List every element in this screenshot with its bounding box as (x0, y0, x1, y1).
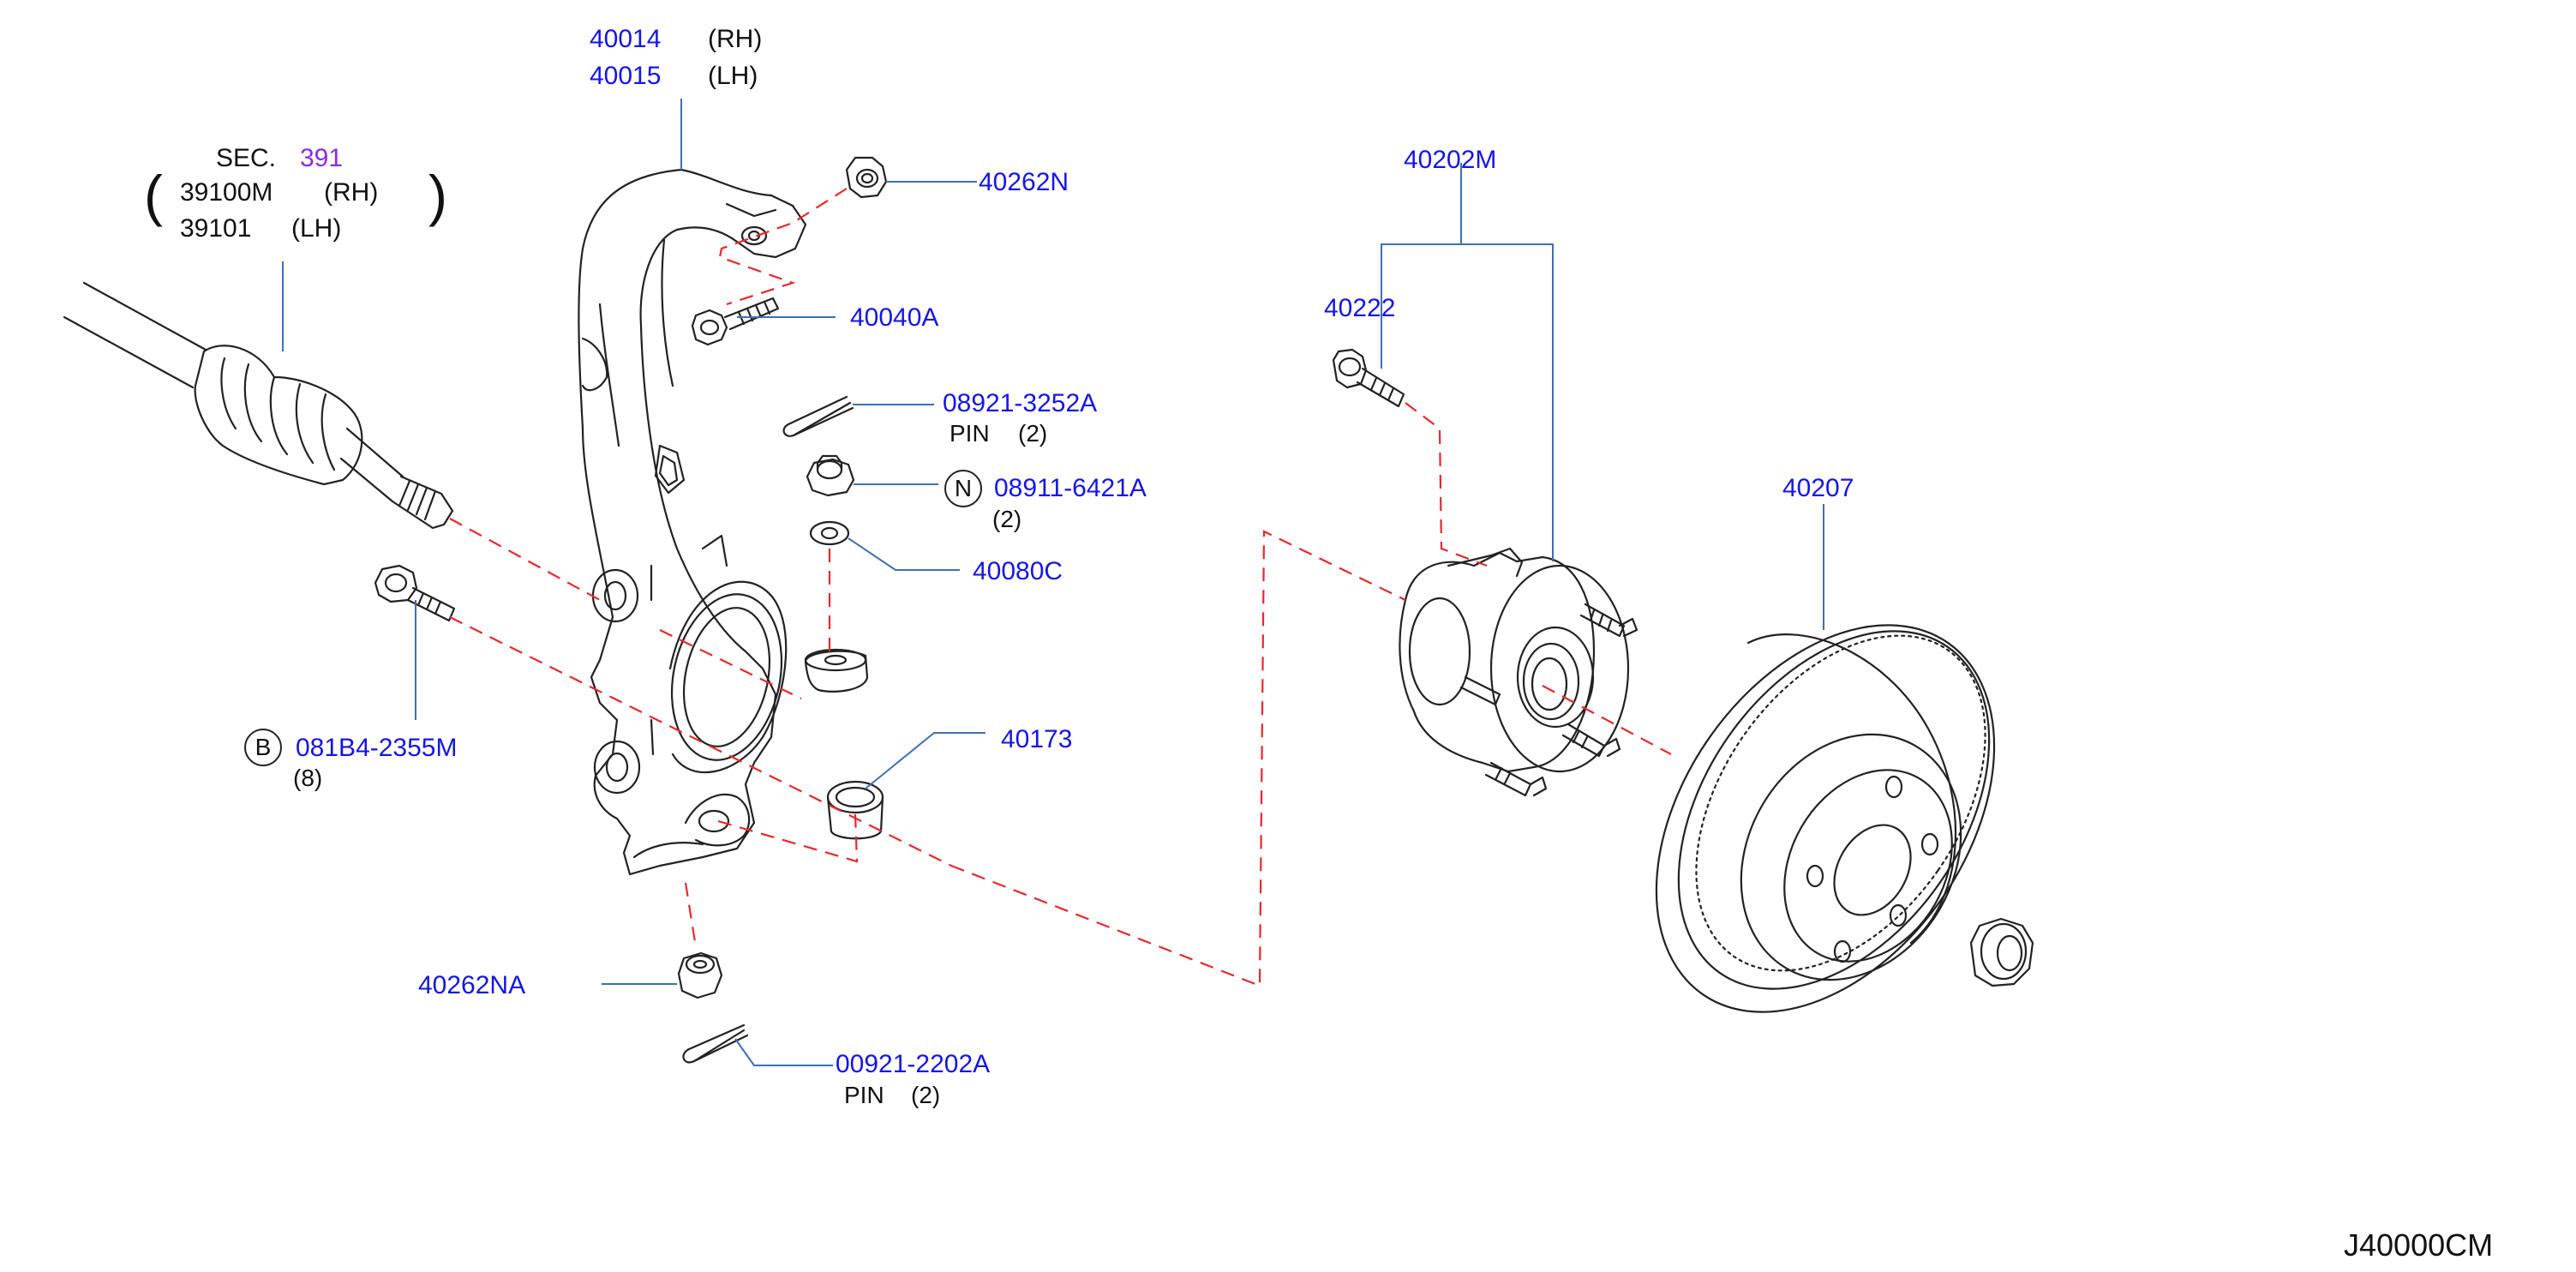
hub-assembly-shape (1399, 547, 1638, 797)
bushing-upper-shape (804, 648, 869, 693)
nut-n-shape (806, 454, 855, 497)
section-reference[interactable]: 391 (300, 144, 344, 172)
shaft-rh-part-number: 39100M (180, 178, 273, 207)
knuckle-rh-part-number[interactable]: 40014 (590, 25, 662, 53)
nut-top-shape (845, 156, 888, 199)
nut-bottom-shape (677, 951, 723, 999)
nut-n-qty: (2) (992, 506, 1022, 532)
steering-knuckle (578, 168, 807, 876)
cotter-pin-bottom-word: PIN (844, 1082, 884, 1108)
bracket-left: ( (144, 164, 163, 227)
section-word: SEC. (216, 144, 277, 172)
bolt-top-shape (691, 297, 780, 346)
bolt-b-shape (374, 564, 456, 622)
hub-bolt-part-number[interactable]: 40222 (1324, 294, 1396, 322)
shaft-lh-part-number: 39101 (180, 214, 252, 243)
brake-rotor-shape (1655, 624, 1996, 1013)
cotter-pin-bottom-shape (682, 1023, 749, 1064)
drive-shaft (63, 281, 454, 530)
bushing-part-number[interactable]: 40173 (1001, 725, 1073, 753)
bushing-lower-shape (826, 780, 884, 840)
cotter-pin-top-word: PIN (950, 420, 990, 447)
knuckle-rh-side: (RH) (708, 25, 763, 53)
knuckle-lh-part-number[interactable]: 40015 (590, 62, 662, 90)
cotter-pin-top-shape (782, 395, 854, 437)
hub-assembly-part-number[interactable]: 40202M (1404, 146, 1497, 174)
hub-nut-shape (1969, 917, 2034, 987)
cotter-pin-bottom-qty: (2) (911, 1082, 941, 1108)
knuckle-lh-side: (LH) (708, 62, 758, 90)
cotter-pin-top-part-number[interactable]: 08921-3252A (943, 389, 1098, 417)
bolt-top-part-number[interactable]: 40040A (850, 303, 939, 332)
nut-n-part-number[interactable]: 08911-6421A (994, 474, 1147, 502)
bolt-b-part-number[interactable]: 081B4-2355M (296, 734, 458, 762)
shaft-lh-side: (LH) (291, 214, 342, 243)
bolt-b-qty: (8) (293, 765, 323, 791)
dashed-assembly-lines (449, 188, 1672, 987)
nut-n-badge: N (944, 470, 982, 507)
nut-bottom-part-number[interactable]: 40262NA (418, 971, 526, 999)
washer-shape (809, 520, 850, 546)
leader-lines (282, 99, 1824, 1066)
cotter-pin-bottom-part-number[interactable]: 00921-2202A (836, 1050, 991, 1078)
rotor-part-number[interactable]: 40207 (1782, 474, 1854, 502)
cotter-pin-top-qty: (2) (1018, 420, 1048, 447)
hub-bolt-shape (1332, 348, 1405, 408)
shaft-rh-side: (RH) (324, 178, 379, 207)
diagram-code: J40000CM (2344, 1227, 2494, 1263)
bolt-b-badge: B (244, 729, 282, 766)
nut-top-part-number[interactable]: 40262N (979, 168, 1069, 196)
bracket-right: ) (428, 164, 447, 227)
washer-part-number[interactable]: 40080C (973, 557, 1063, 585)
